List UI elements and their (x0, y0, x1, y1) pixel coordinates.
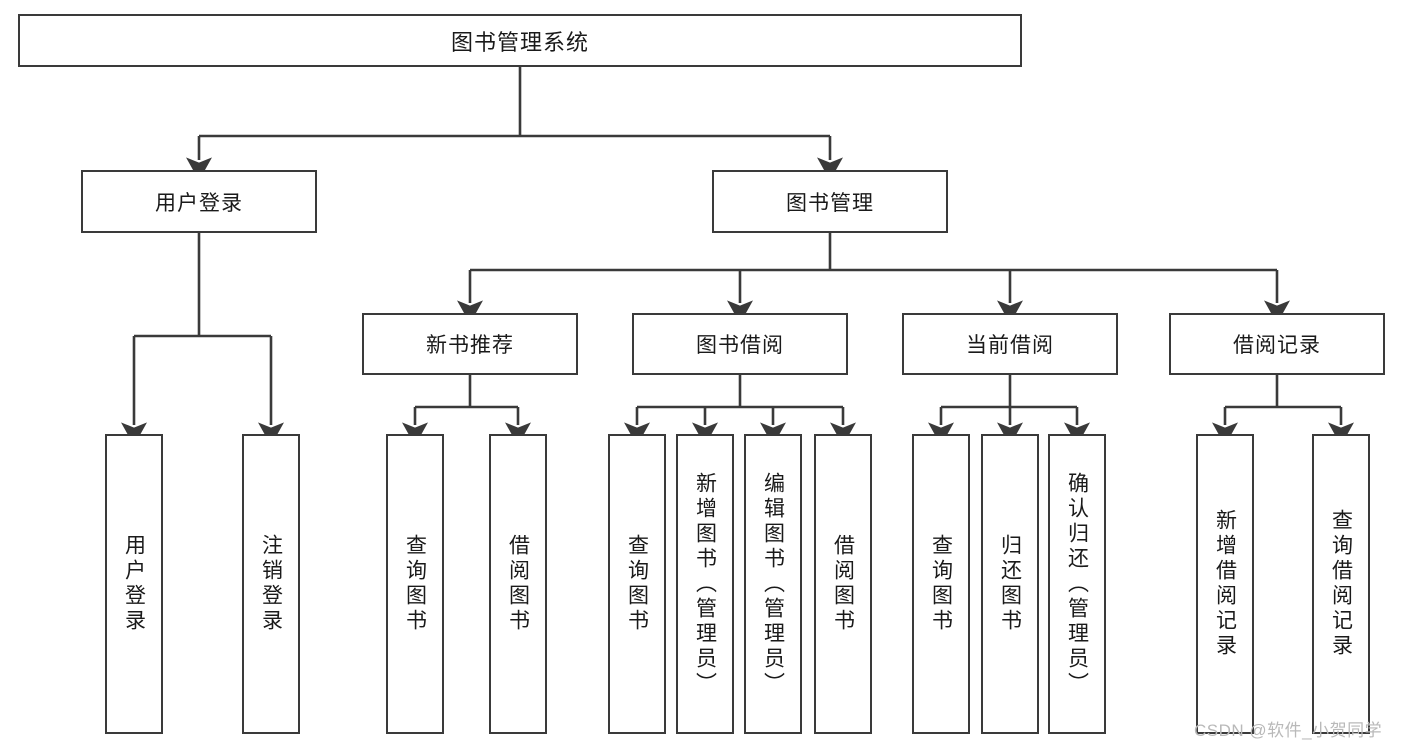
node-label: 查询图书 (625, 534, 649, 634)
node-label: 新增借阅记录 (1213, 509, 1237, 659)
node-label: 注销登录 (259, 534, 283, 634)
node-label: 图书管理 (786, 191, 874, 215)
node-root-system[interactable]: 图书管理系统 (18, 14, 1022, 67)
node-label: 新增图书（管理员） (693, 471, 717, 697)
leaf-borrow-query-book[interactable]: 查询图书 (608, 434, 666, 734)
node-label: 图书管理系统 (450, 29, 589, 55)
leaf-record-add-record[interactable]: 新增借阅记录 (1196, 434, 1254, 734)
node-label: 用户登录 (155, 191, 243, 215)
node-label: 编辑图书（管理员） (761, 471, 785, 697)
leaf-current-query-book[interactable]: 查询图书 (912, 434, 970, 734)
csdn-watermark: CSDN @软件_小贺同学 (1194, 721, 1383, 740)
leaf-record-query-record[interactable]: 查询借阅记录 (1312, 434, 1370, 734)
leaf-current-confirm-return-admin[interactable]: 确认归还（管理员） (1048, 434, 1106, 734)
node-label: 查询图书 (929, 534, 953, 634)
node-borrow-record[interactable]: 借阅记录 (1169, 313, 1385, 375)
node-label: 借阅记录 (1233, 334, 1321, 357)
node-user-login[interactable]: 用户登录 (81, 170, 317, 233)
node-label: 查询借阅记录 (1329, 509, 1353, 659)
leaf-borrow-add-book-admin[interactable]: 新增图书（管理员） (676, 434, 734, 734)
node-label: 新书推荐 (426, 334, 514, 357)
leaf-borrow-edit-book-admin[interactable]: 编辑图书（管理员） (744, 434, 802, 734)
leaf-recommend-query-book[interactable]: 查询图书 (386, 434, 444, 734)
node-label: 确认归还（管理员） (1065, 471, 1089, 697)
node-new-book-recommend[interactable]: 新书推荐 (362, 313, 578, 375)
leaf-borrow-borrow-book[interactable]: 借阅图书 (814, 434, 872, 734)
leaf-recommend-borrow-book[interactable]: 借阅图书 (489, 434, 547, 734)
node-label: 图书借阅 (696, 334, 784, 357)
leaf-user-login-login[interactable]: 用户登录 (105, 434, 163, 734)
node-current-borrow[interactable]: 当前借阅 (902, 313, 1118, 375)
node-label: 当前借阅 (966, 334, 1054, 357)
node-label: 查询图书 (403, 534, 427, 634)
node-label: 用户登录 (122, 534, 146, 634)
node-label: 借阅图书 (831, 534, 855, 634)
node-label: 归还图书 (998, 534, 1022, 634)
node-book-borrow[interactable]: 图书借阅 (632, 313, 848, 375)
node-book-management[interactable]: 图书管理 (712, 170, 948, 233)
leaf-current-return-book[interactable]: 归还图书 (981, 434, 1039, 734)
node-label: 借阅图书 (506, 534, 530, 634)
leaf-user-login-logout[interactable]: 注销登录 (242, 434, 300, 734)
